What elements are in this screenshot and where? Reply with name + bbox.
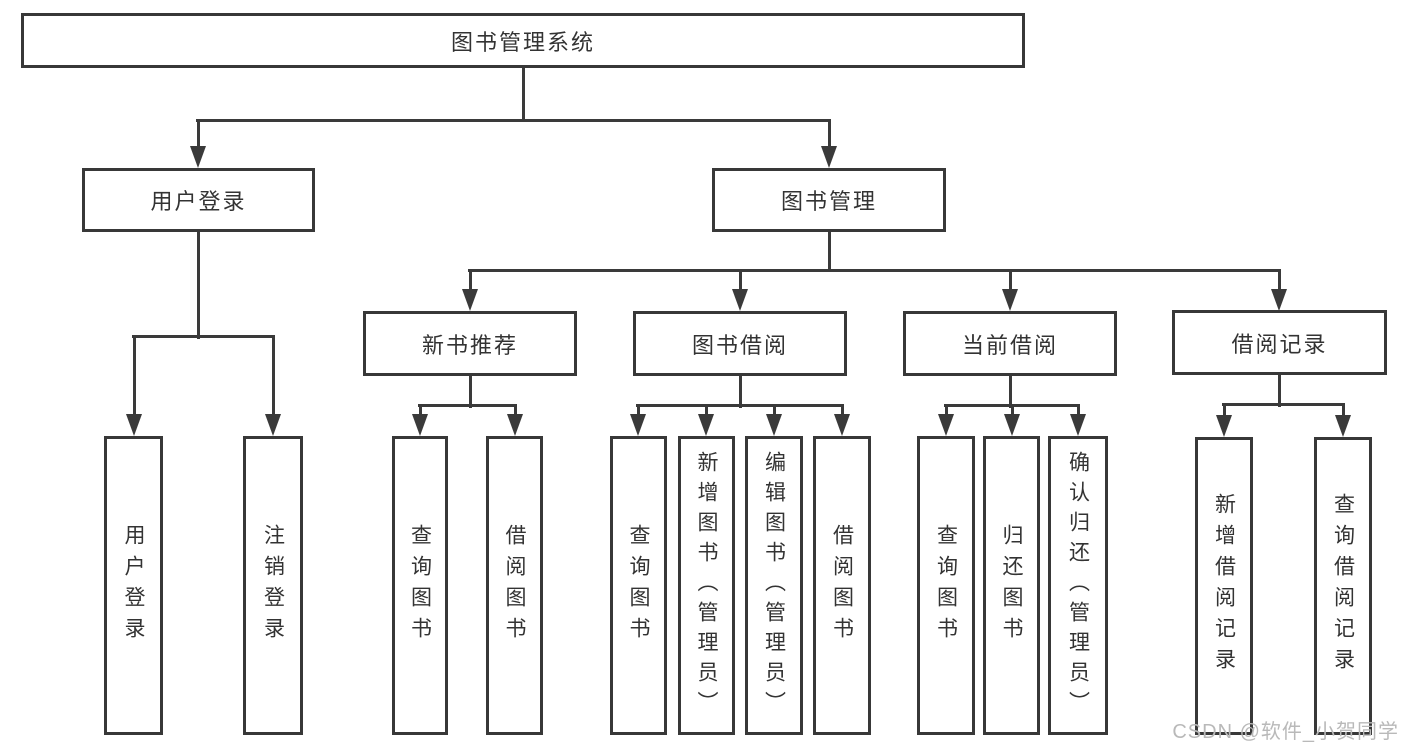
arrowhead-down-icon [698, 414, 714, 436]
leaf-borrow-borrow-books: 借阅图书 [813, 436, 871, 735]
arrowhead-down-icon [834, 414, 850, 436]
arrowhead-down-icon [1004, 414, 1020, 436]
connector-line [840, 404, 844, 416]
node-label: 图书管理 [780, 189, 877, 214]
leaf-records-add-record: 新增借阅记录 [1195, 437, 1253, 735]
leaf-label: 借阅图书 [503, 523, 526, 648]
connector-line [1341, 403, 1345, 416]
arrowhead-down-icon [1216, 415, 1232, 437]
arrowhead-down-icon [265, 414, 281, 436]
connector-line [636, 403, 844, 407]
leaf-recommend-query-books: 查询图书 [392, 436, 448, 735]
node-label: 图书管理系统 [450, 29, 595, 55]
arrowhead-down-icon [732, 289, 748, 311]
arrowhead-down-icon [938, 414, 954, 436]
leaf-borrow-query-books: 查询图书 [610, 436, 667, 735]
arrowhead-down-icon [821, 146, 837, 168]
leaf-label: 用户登录 [122, 523, 145, 648]
connector-line [738, 373, 742, 408]
leaf-label: 新增借阅记录 [1212, 493, 1236, 679]
arrowhead-down-icon [462, 289, 478, 311]
csdn-watermark: CSDN @软件_小贺同学 [1172, 721, 1399, 743]
connector-line [827, 229, 831, 272]
connector-line [196, 118, 831, 122]
arrowhead-down-icon [1271, 289, 1287, 311]
node-current-borrow: 当前借阅 [903, 311, 1117, 376]
arrowhead-down-icon [190, 146, 206, 168]
node-book-management: 图书管理 [712, 168, 946, 232]
leaf-label: 确认归还（管理员） [1066, 450, 1090, 721]
arrowhead-down-icon [766, 414, 782, 436]
leaf-user-login: 用户登录 [104, 436, 163, 735]
connector-line [944, 403, 1080, 407]
connector-line [1008, 269, 1012, 291]
arrowhead-down-icon [1070, 414, 1086, 436]
connector-line [944, 404, 948, 416]
leaf-label: 查询图书 [408, 523, 432, 648]
arrowhead-down-icon [1335, 415, 1351, 437]
arrowhead-down-icon [412, 414, 428, 436]
connector-line [468, 373, 472, 408]
node-label: 借阅记录 [1231, 331, 1328, 357]
leaf-label: 查询图书 [934, 523, 958, 648]
connector-line [1277, 269, 1281, 291]
node-label: 图书借阅 [691, 332, 788, 358]
connector-line [738, 269, 742, 291]
leaf-label: 借阅图书 [830, 523, 854, 648]
leaf-borrow-add-books-admin: 新增图书（管理员） [678, 436, 735, 735]
node-user-login: 用户登录 [82, 168, 315, 232]
connector-line [1008, 373, 1012, 408]
leaf-label: 注销登录 [261, 523, 285, 648]
connector-line [418, 404, 422, 416]
node-label: 当前借阅 [961, 332, 1058, 358]
connector-line [418, 403, 517, 407]
leaf-label: 编辑图书（管理员） [762, 450, 786, 721]
leaf-label: 归还图书 [1000, 523, 1023, 648]
connector-line [827, 119, 831, 148]
leaf-borrow-edit-books-admin: 编辑图书（管理员） [745, 436, 803, 735]
leaf-label: 查询借阅记录 [1331, 493, 1355, 679]
leaf-current-confirm-return-admin: 确认归还（管理员） [1048, 436, 1108, 735]
connector-line [1010, 404, 1014, 416]
arrowhead-down-icon [126, 414, 142, 436]
leaf-records-query-record: 查询借阅记录 [1314, 437, 1372, 735]
leaf-label: 新增图书（管理员） [695, 450, 718, 721]
connector-line [704, 404, 708, 416]
node-label: 用户登录 [150, 189, 247, 214]
leaf-logout: 注销登录 [243, 436, 303, 735]
leaf-label: 查询图书 [627, 523, 650, 648]
leaf-current-query-books: 查询图书 [917, 436, 975, 735]
connector-line [468, 269, 472, 291]
connector-line [132, 335, 136, 416]
arrowhead-down-icon [507, 414, 523, 436]
connector-line [1222, 403, 1226, 416]
connector-line [271, 335, 275, 416]
connector-line [1277, 372, 1281, 407]
leaf-current-return-books: 归还图书 [983, 436, 1040, 735]
connector-line [196, 119, 200, 148]
connector-line [132, 334, 275, 338]
connector-line [636, 404, 640, 416]
node-library-management-system: 图书管理系统 [21, 13, 1025, 68]
connector-line [772, 404, 776, 416]
connector-line [196, 229, 200, 339]
node-label: 新书推荐 [421, 332, 518, 358]
node-borrow-records: 借阅记录 [1172, 310, 1387, 375]
connector-line [1076, 404, 1080, 416]
connector-line [468, 268, 1281, 272]
connector-line [513, 404, 517, 416]
arrowhead-down-icon [630, 414, 646, 436]
connector-line [521, 68, 525, 121]
arrowhead-down-icon [1002, 289, 1018, 311]
node-new-book-recommend: 新书推荐 [363, 311, 577, 376]
leaf-recommend-borrow-books: 借阅图书 [486, 436, 543, 735]
node-book-borrow: 图书借阅 [633, 311, 847, 376]
connector-line [1222, 402, 1345, 406]
